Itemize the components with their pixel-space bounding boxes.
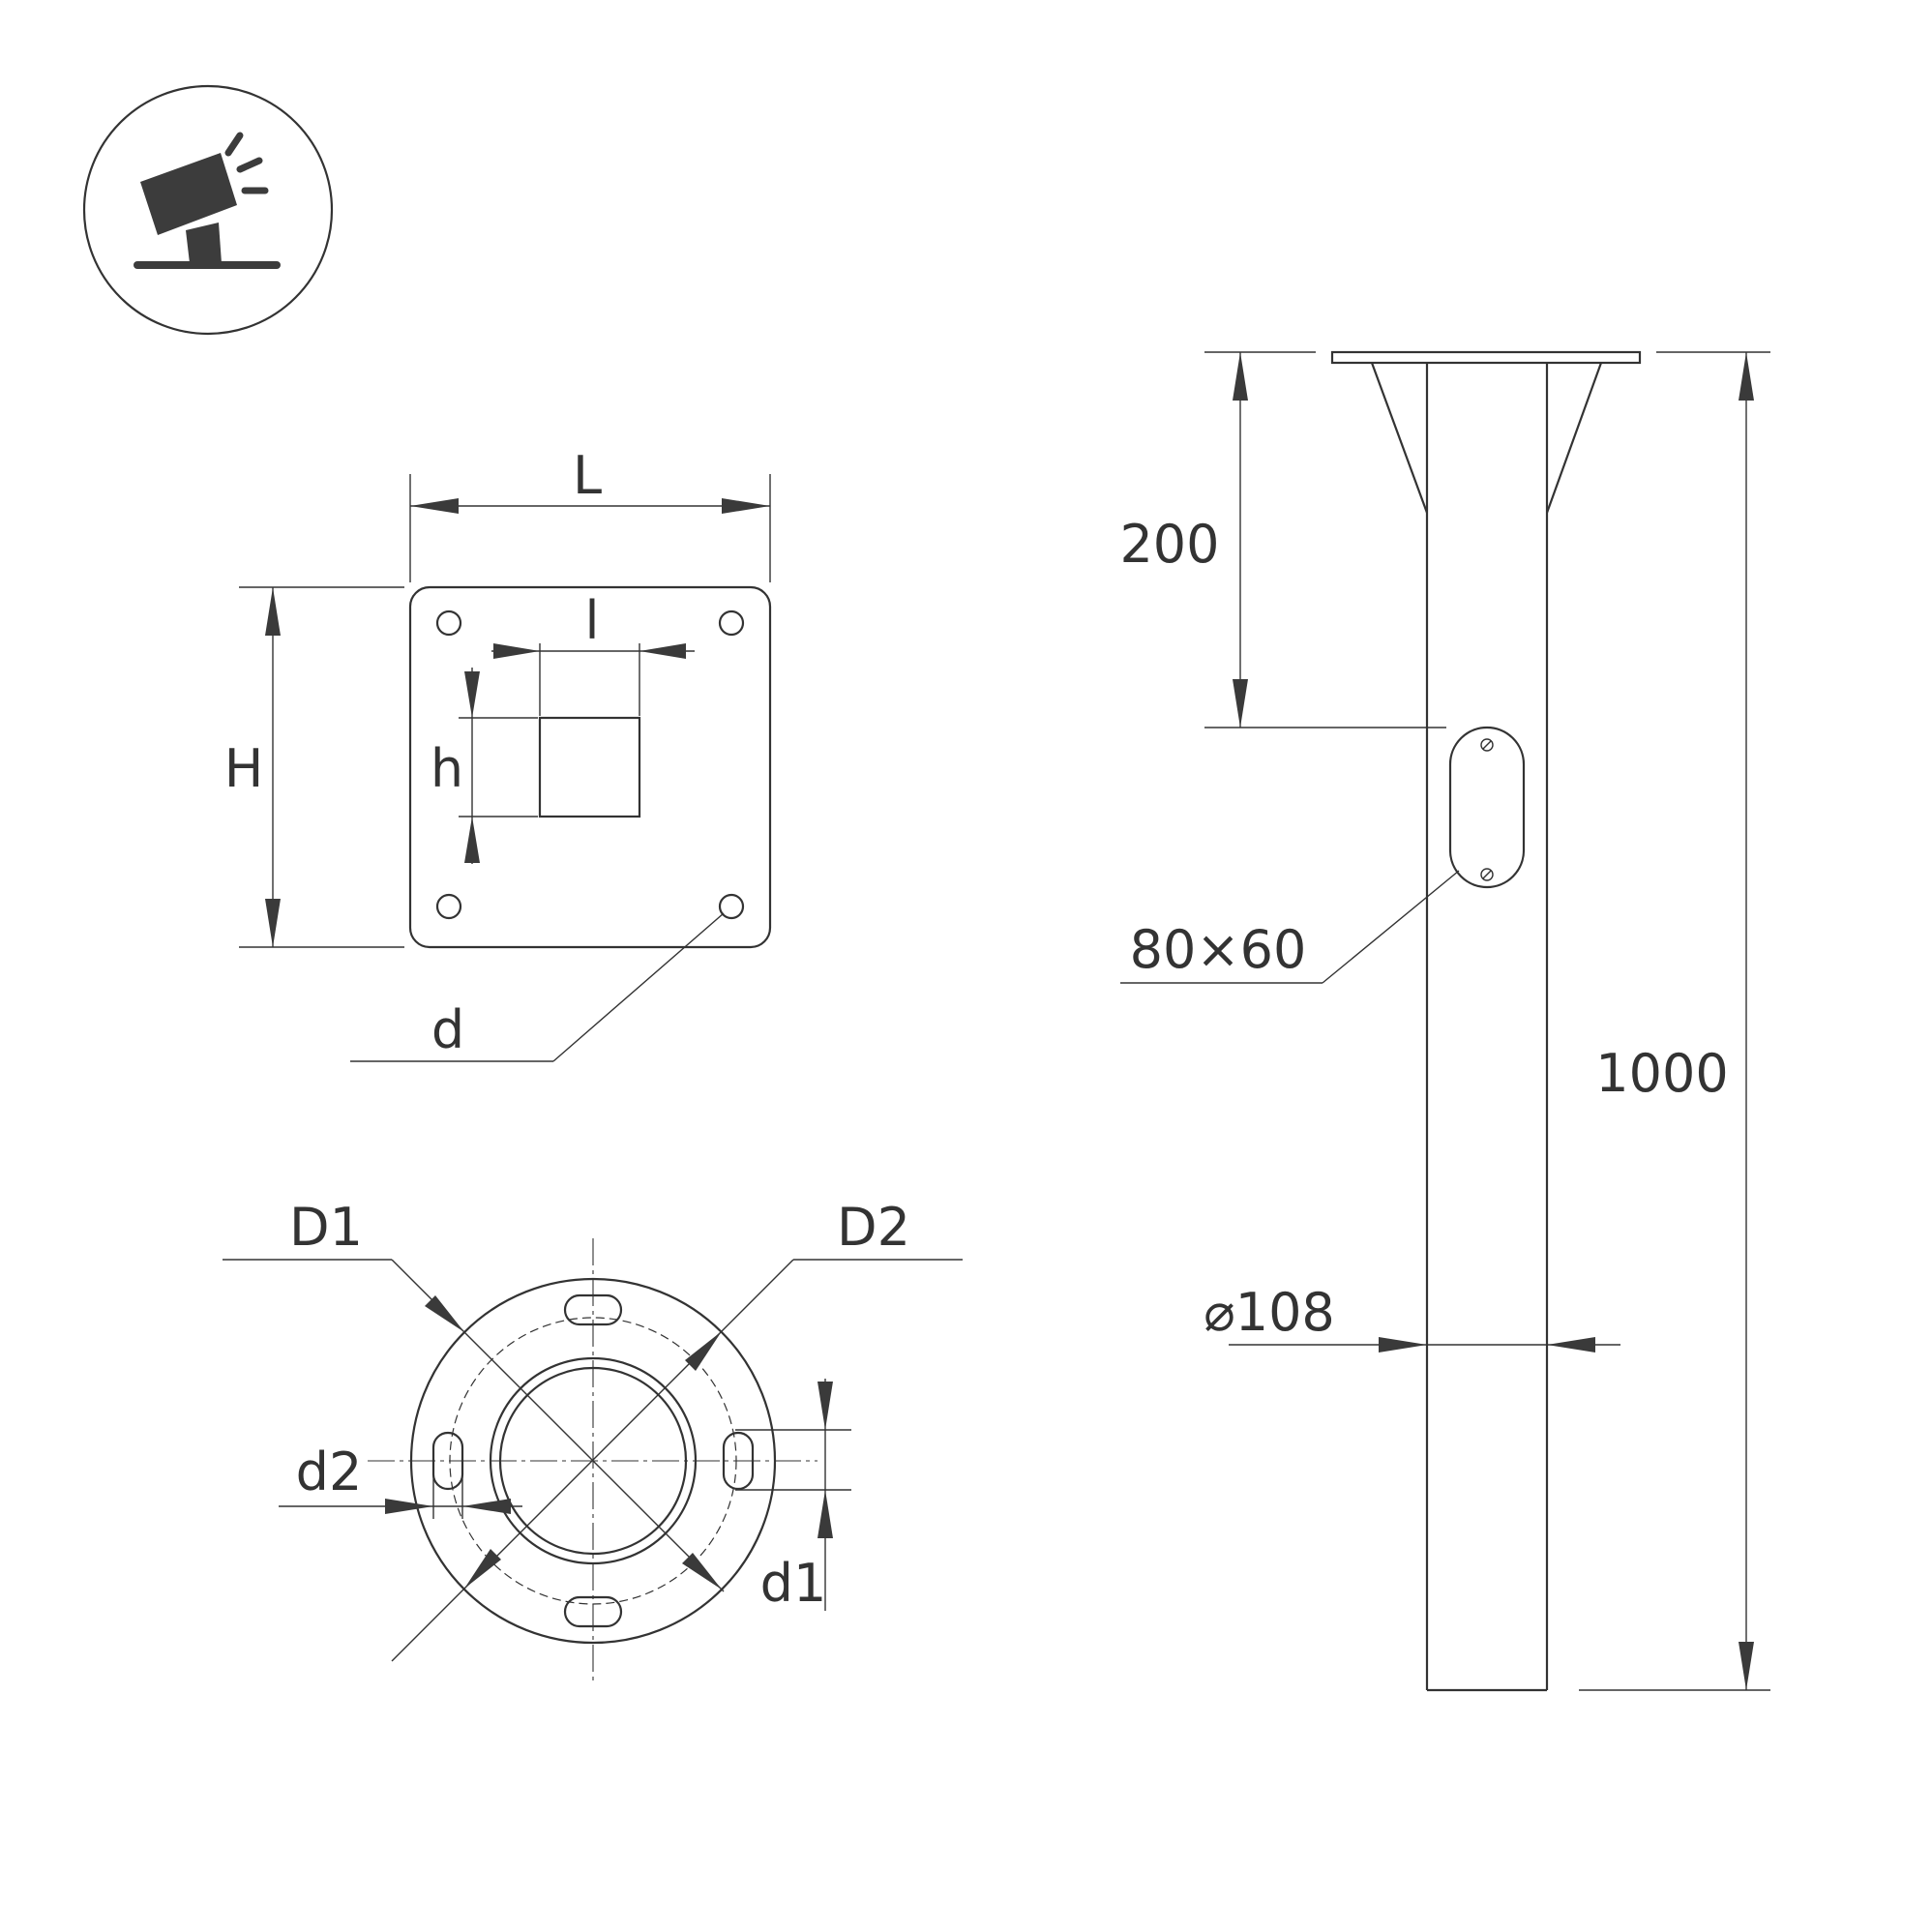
hatch-size-leader: 80×60 [1120, 870, 1460, 984]
flange-outer-diameter-label: D1 [289, 1197, 363, 1258]
gusset-height-label: 200 [1119, 514, 1219, 575]
flange-outer-diameter-dimension: D1 [223, 1197, 725, 1592]
square-base-plate [408, 585, 772, 949]
spotlight-on-stand-icon [82, 84, 334, 336]
plate-width-dimension: L [409, 445, 771, 582]
pole-diameter-dimension: ⌀108 [1204, 1282, 1620, 1352]
gusset-height-dimension: 200 [1119, 351, 1446, 728]
access-hatch [1448, 726, 1526, 889]
bolt-circle-diameter-label: D2 [837, 1197, 910, 1258]
pole-height-label: 1000 [1595, 1043, 1728, 1104]
hatch-size-label: 80×60 [1130, 919, 1307, 980]
hole-width-label: l [584, 590, 599, 651]
plate-height-label: H [224, 738, 264, 799]
slot-length-dimension: d1 [735, 1379, 851, 1614]
bolt-circle-diameter-dimension: D2 [391, 1197, 963, 1662]
bolt-hole-label: d [431, 999, 464, 1060]
slot-width-label: d2 [296, 1442, 363, 1502]
slot-length-label: d1 [760, 1553, 827, 1614]
pole-diameter-label: ⌀108 [1204, 1282, 1335, 1343]
plate-width-label: L [573, 445, 602, 506]
hole-height-label: h [431, 738, 463, 799]
slot-width-dimension: d2 [279, 1442, 522, 1519]
bolt-hole-leader: d [350, 912, 725, 1062]
pole [1330, 350, 1642, 1692]
hole-width-dimension: l [491, 590, 695, 716]
plate-height-dimension: H [224, 586, 404, 948]
hole-height-dimension: h [431, 668, 538, 864]
pole-height-dimension: 1000 [1579, 351, 1770, 1691]
